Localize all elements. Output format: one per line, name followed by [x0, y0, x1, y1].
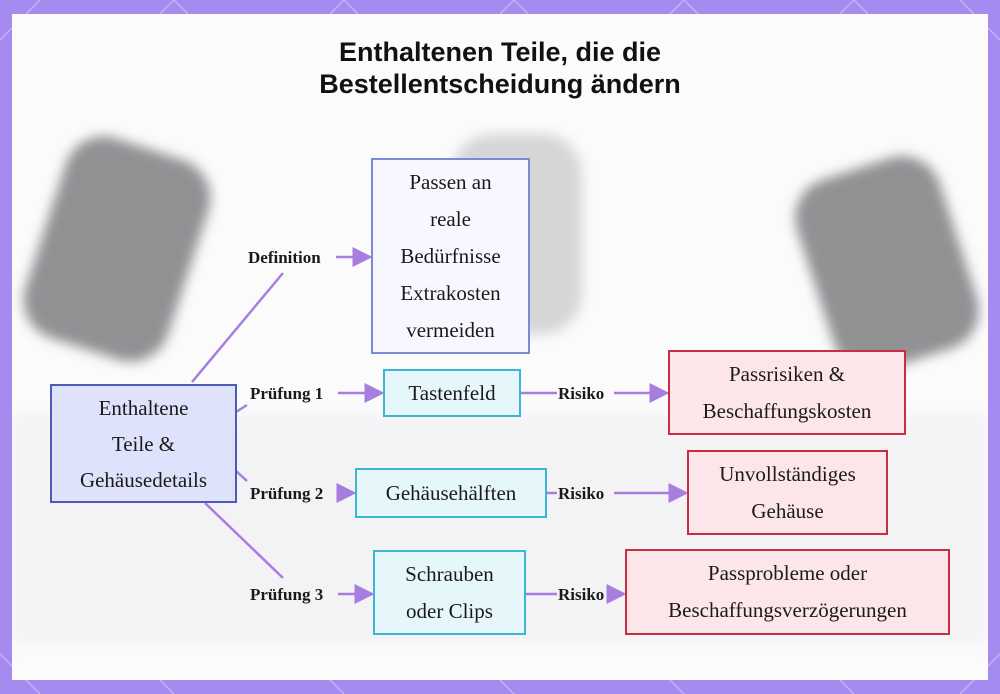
definition-line-5: vermeiden: [406, 317, 495, 342]
risk-node-incomplete-housing: Unvollständiges Gehäuse: [687, 450, 888, 535]
part-node-screws-clips: Schrauben oder Clips: [373, 550, 526, 635]
definition-line-1: Passen an: [409, 169, 492, 194]
part2-line-1: Gehäusehälften: [385, 480, 517, 505]
edge-label-risk3: Risiko: [558, 585, 605, 604]
part-node-housing-halves: Gehäusehälften: [355, 468, 547, 518]
root-line-1: Enthaltene: [98, 395, 189, 420]
part3-line-2: oder Clips: [406, 598, 493, 623]
edge-label-risk1: Risiko: [558, 384, 605, 403]
part1-line-1: Tastenfeld: [408, 380, 496, 405]
definition-node: Passen an reale Bedürfnisse Extrakosten …: [371, 158, 530, 354]
risk3-line-1: Passprobleme oder: [707, 561, 868, 585]
risk2-line-1: Unvollständiges: [719, 461, 856, 486]
definition-line-3: Bedürfnisse: [400, 243, 501, 268]
connector-root-check3: [204, 502, 284, 579]
risk-node-fit-delay: Passprobleme oder Beschaffungsverzögerun…: [625, 549, 950, 635]
edge-label-risk2: Risiko: [558, 484, 605, 503]
connector-root-definition: [191, 272, 284, 383]
risk2-line-2: Gehäuse: [751, 498, 824, 523]
part-node-keypad: Tastenfeld: [383, 369, 521, 417]
edge-label-check1: Prüfung 1: [250, 384, 324, 403]
title-line-2: Bestellentscheidung ändern: [319, 69, 681, 99]
risk1-line-2: Beschaffungskosten: [702, 398, 872, 423]
root-node: Enthaltene Teile & Gehäusedetails: [50, 384, 237, 503]
definition-line-2: reale: [430, 206, 471, 231]
connector-root-check1: [235, 403, 248, 414]
definition-line-4: Extrakosten: [400, 280, 501, 305]
edge-label-check2: Prüfung 2: [250, 484, 324, 503]
diagram-title: Enthaltenen Teile, die die Bestellentsch…: [0, 36, 1000, 100]
edge-label-check3: Prüfung 3: [250, 585, 324, 604]
risk3-line-2: Beschaffungsverzögerungen: [668, 598, 907, 622]
root-line-2: Teile &: [111, 431, 176, 456]
root-line-3: Gehäusedetails: [79, 467, 208, 492]
risk-node-fit-cost: Passrisiken & Beschaffungskosten: [668, 350, 906, 435]
part3-line-1: Schrauben: [405, 561, 494, 586]
edge-label-definition: Definition: [248, 248, 321, 267]
title-line-1: Enthaltenen Teile, die die: [338, 37, 662, 67]
risk1-line-1: Passrisiken &: [728, 361, 846, 386]
connector-root-check2: [235, 470, 248, 482]
